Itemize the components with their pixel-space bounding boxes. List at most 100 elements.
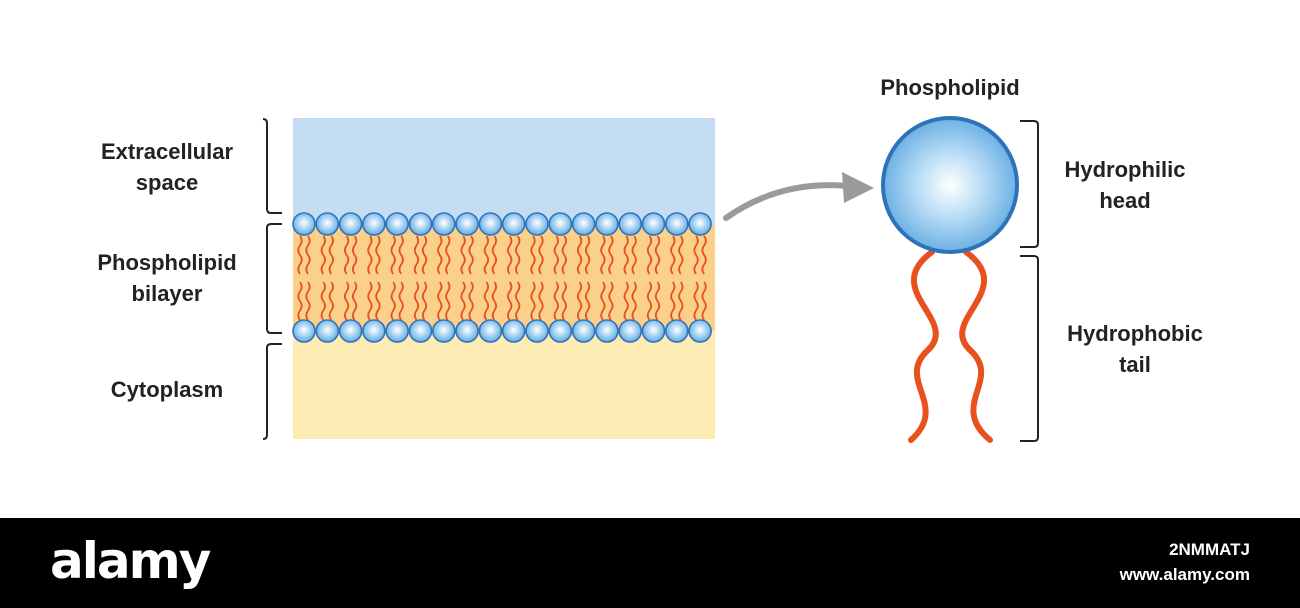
tail-inner <box>445 281 451 321</box>
head-inner <box>641 319 666 343</box>
head-inner <box>501 319 526 343</box>
extracellular-region <box>293 118 715 225</box>
head-outer <box>455 212 479 236</box>
pointer-arrowhead <box>842 172 874 203</box>
label-extracellular-line1: Extracellular <box>100 139 234 164</box>
head-inner <box>571 319 596 343</box>
tail-outer <box>421 235 428 275</box>
tail-outer <box>445 235 451 275</box>
tail-inner <box>398 281 404 321</box>
head-outer <box>408 212 433 236</box>
tail-outer <box>515 235 521 275</box>
tail-outer <box>367 235 373 275</box>
membrane-diagram <box>262 116 1039 443</box>
bracket-head <box>1020 120 1039 248</box>
head-outer <box>501 212 526 236</box>
head-outer <box>641 212 666 236</box>
head-outer <box>431 212 456 236</box>
tail-outer <box>343 235 350 275</box>
label-hydrophilic-head: Hydrophilic head <box>1040 154 1210 216</box>
tail-inner <box>483 281 490 321</box>
tail-outer <box>437 235 443 275</box>
head-inner <box>595 319 619 343</box>
tail-outer <box>483 235 490 275</box>
tail-outer <box>561 235 567 275</box>
tail-inner <box>507 281 513 321</box>
cytoplasm-region <box>293 331 715 439</box>
tail-inner <box>390 281 396 321</box>
head-outer <box>548 212 573 236</box>
head-outer <box>385 212 410 236</box>
tail-outer <box>693 235 699 275</box>
tail-inner <box>608 281 614 321</box>
tail-inner <box>460 281 466 321</box>
tail-outer <box>491 235 498 275</box>
head-inner <box>315 319 340 343</box>
label-phospholipid-bilayer: Phospholipid bilayer <box>70 247 264 309</box>
tail-inner <box>654 281 661 321</box>
bracket-bilayer <box>266 223 282 334</box>
tail-outer <box>631 235 637 275</box>
tail-outer <box>701 235 707 275</box>
head-inner <box>478 319 503 343</box>
tail-inner <box>375 281 381 321</box>
tail-inner <box>491 281 498 321</box>
tail-outer <box>678 235 684 275</box>
head-inner <box>688 319 712 343</box>
phospholipid-tail-right <box>959 249 993 443</box>
head-outer <box>525 212 549 236</box>
tail-inner <box>468 281 474 321</box>
tail-outer <box>553 235 559 275</box>
head-outer <box>338 212 363 236</box>
tail-outer <box>623 235 629 275</box>
head-inner <box>431 319 456 343</box>
tail-outer <box>351 235 358 275</box>
label-head-line1: Hydrophilic <box>1064 157 1186 182</box>
head-outer <box>362 212 386 236</box>
inner-leaflet-heads <box>292 319 712 343</box>
tail-outer <box>530 235 536 275</box>
head-inner <box>455 319 479 343</box>
tail-outer <box>654 235 661 275</box>
tail-outer <box>297 235 303 275</box>
label-tail-line1: Hydrophobic <box>1067 321 1203 346</box>
label-phospholipid-title: Phospholipid <box>850 72 1050 103</box>
bracket-tail <box>1020 255 1039 442</box>
label-cytoplasm-text: Cytoplasm <box>110 377 224 402</box>
tail-inner <box>421 281 428 321</box>
tail-inner <box>351 281 358 321</box>
head-inner <box>548 319 573 343</box>
tail-outer <box>468 235 474 275</box>
pointer-arrow <box>723 182 851 221</box>
tail-inner <box>328 281 334 321</box>
tail-outer <box>576 235 583 275</box>
head-inner <box>292 319 316 343</box>
label-tail-line2: tail <box>1119 352 1151 377</box>
tail-inner <box>646 281 653 321</box>
label-bilayer-line2: bilayer <box>131 281 203 306</box>
tail-outer <box>305 235 311 275</box>
tail-outer <box>600 235 606 275</box>
phospholipid-head <box>881 116 1019 254</box>
tail-inner <box>515 281 521 321</box>
tail-inner <box>553 281 559 321</box>
bilayer-tails <box>297 235 707 321</box>
head-outer <box>315 212 340 236</box>
head-inner <box>385 319 410 343</box>
label-cytoplasm: Cytoplasm <box>70 374 264 405</box>
tail-inner <box>701 281 707 321</box>
tail-outer <box>320 235 326 275</box>
head-outer <box>688 212 712 236</box>
head-outer <box>571 212 596 236</box>
tail-outer <box>646 235 653 275</box>
bilayer-core <box>293 225 715 331</box>
head-inner <box>618 319 643 343</box>
head-outer <box>664 212 689 236</box>
footer-url: www.alamy.com <box>1119 565 1250 584</box>
label-extracellular-line2: space <box>135 170 199 195</box>
tail-inner <box>670 281 676 321</box>
head-outer <box>595 212 619 236</box>
tail-outer <box>507 235 513 275</box>
tail-outer <box>670 235 676 275</box>
tail-inner <box>367 281 373 321</box>
